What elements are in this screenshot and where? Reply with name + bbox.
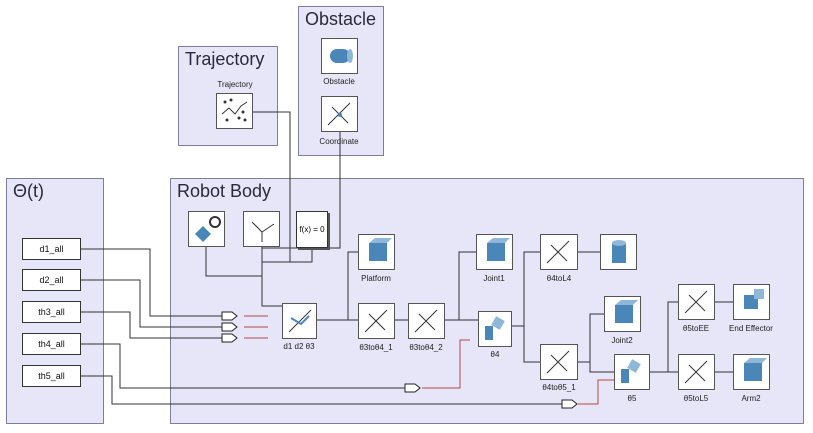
b4-label: θ4 — [490, 350, 500, 359]
b5-label: θ5 — [627, 394, 637, 403]
revolute-joint-icon — [621, 359, 641, 383]
platform-block[interactable] — [358, 234, 395, 270]
robot-body-area-title: Robot Body — [177, 181, 272, 201]
trajectory-block-label: Trajectory — [217, 80, 253, 89]
cylinder-solid-icon — [330, 49, 353, 63]
rigid-transform-icon — [546, 240, 570, 264]
ps-converter-2 — [221, 322, 238, 332]
revolute-joint-icon — [485, 316, 505, 340]
ps-converter-4 — [404, 383, 421, 393]
wire-solver — [205, 247, 262, 277]
joint2-label: Joint2 — [611, 336, 633, 345]
source-th3[interactable]: th3_all — [22, 301, 81, 323]
wire-fx — [262, 248, 313, 263]
obstacle-block[interactable] — [321, 38, 358, 74]
b3tob4-1-label: θ3toθ4_1 — [359, 343, 393, 352]
b4-block[interactable] — [478, 311, 512, 347]
b3tob4-2-block[interactable] — [408, 303, 445, 339]
b3tob4-2-label: θ3toθ4_2 — [409, 343, 443, 352]
obstacle-area: Obstacle — [298, 6, 384, 156]
world-frame-icon — [251, 221, 275, 242]
trajectory-block[interactable] — [216, 93, 253, 129]
wire-chain-5 — [523, 326, 540, 363]
wire-to-b5 — [578, 361, 614, 373]
ps-wire-5 — [578, 379, 614, 405]
ps-converter-3 — [221, 333, 238, 343]
end-effector-block[interactable] — [733, 284, 770, 320]
joint1-block[interactable] — [476, 234, 513, 270]
obstacle-area-title: Obstacle — [305, 9, 377, 29]
wire-to-joint1 — [458, 251, 476, 320]
source-d2[interactable]: d2_all — [22, 269, 81, 291]
joint2-block[interactable] — [604, 296, 641, 332]
end-effector-label: End Effector — [729, 324, 773, 333]
b5toee-block[interactable] — [678, 284, 715, 320]
b4tob5-1-label: θ4toθ5_1 — [542, 383, 576, 392]
theta-area-title: Θ(t) — [13, 181, 44, 201]
wire-b5-out — [650, 301, 678, 373]
rigid-transform-icon — [327, 102, 351, 126]
coordinate-block-label: Coordinate — [319, 137, 359, 146]
wire-coordinate — [262, 130, 341, 249]
rigid-transform-icon — [684, 290, 708, 314]
b5toee-label: θ5toEE — [682, 324, 710, 333]
brick-solid-icon — [744, 358, 767, 381]
wire-world-frame — [261, 247, 282, 307]
cylinder-solid-icon — [612, 240, 626, 263]
b3tob4-1-block[interactable] — [358, 303, 395, 339]
obstacle-block-label: Obstacle — [323, 77, 355, 86]
l4-cylinder-block[interactable] — [600, 234, 637, 270]
brick-solid-icon — [487, 238, 510, 261]
wire-d2 — [81, 279, 222, 328]
b5tol5-block[interactable] — [678, 354, 715, 390]
rigid-transform-icon — [546, 350, 570, 374]
solver-config-icon — [195, 216, 221, 242]
fx-block[interactable]: f(x) = 0 — [296, 211, 328, 248]
b4tol4-block[interactable] — [540, 234, 578, 270]
source-th4[interactable]: th4_all — [22, 333, 81, 355]
brick-solid-icon — [615, 300, 638, 323]
rigid-transform-icon — [414, 309, 438, 333]
coordinate-block[interactable] — [321, 96, 358, 132]
joint1-label: Joint1 — [483, 274, 505, 283]
rigid-transform-icon — [364, 309, 388, 333]
brick-solid-icon — [369, 238, 392, 261]
b5tol5-label: θ5toL5 — [683, 394, 709, 403]
b4tob5-1-block[interactable] — [540, 344, 578, 380]
wire-th4 — [81, 343, 405, 389]
ps-converter-1 — [221, 311, 238, 321]
wire-to-platform — [347, 251, 358, 320]
point-cloud-icon — [221, 98, 248, 122]
b5-block[interactable] — [614, 354, 650, 390]
brick-solid-icon — [744, 289, 764, 309]
wire-th3 — [81, 311, 222, 339]
trajectory-area-title: Trajectory — [185, 49, 265, 69]
b4tol4-label: θ4toL4 — [546, 274, 572, 283]
d1d2b3-label: d1 d2 θ3 — [283, 342, 315, 351]
world-frame-block[interactable] — [243, 211, 280, 247]
arm2-block[interactable] — [733, 354, 770, 390]
wire-th5 — [81, 375, 562, 405]
d1d2b3-block[interactable] — [282, 303, 317, 339]
solver-config-block[interactable] — [188, 211, 225, 247]
arm2-label: Arm2 — [741, 394, 761, 403]
wire-chain-4 — [512, 251, 540, 327]
wire-d1 — [81, 248, 222, 317]
platform-label: Platform — [361, 274, 391, 283]
ps-wire-4 — [422, 339, 470, 389]
source-th5[interactable]: th5_all — [22, 365, 81, 387]
source-d1[interactable]: d1_all — [22, 238, 81, 260]
ps-converter-5 — [561, 399, 578, 409]
rigid-transform-icon — [684, 360, 708, 384]
wire-to-joint2 — [589, 313, 604, 362]
rigid-transform-icon — [288, 309, 312, 333]
